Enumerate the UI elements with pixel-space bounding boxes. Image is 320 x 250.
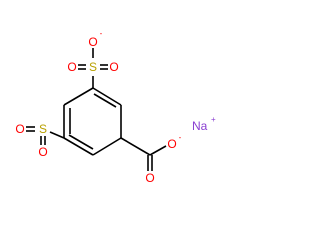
negative-charge-label: - — [100, 29, 103, 38]
ring-bond — [92, 87, 122, 106]
benzene-ring — [63, 87, 122, 156]
ring-bond — [63, 137, 94, 156]
sulfur-atom-label: S — [89, 60, 97, 74]
ring-double-bond — [93, 93, 117, 108]
ring-bond — [63, 87, 94, 106]
left-sulfonate-bonds — [26, 126, 65, 145]
oxygen-atom-label: O — [88, 35, 97, 49]
ring-double-bond — [68, 134, 94, 150]
positive-charge-label: + — [211, 115, 216, 124]
bond — [49, 131, 65, 139]
negative-charge-label: - — [179, 133, 182, 142]
molecule-structure-diagram: O - O S O O S O O - O Na + — [15, 29, 216, 185]
top-sulfonate-bonds — [78, 48, 108, 88]
bond — [149, 145, 167, 156]
oxygen-atom-label: O — [67, 60, 76, 74]
oxygen-atom-label: O — [167, 137, 176, 151]
sodium-ion-label: Na — [192, 119, 208, 133]
oxygen-atom-label: O — [38, 145, 47, 159]
carboxylate-bonds — [120, 137, 167, 171]
oxygen-atom-label: O — [145, 171, 154, 185]
sulfur-atom-label: S — [39, 122, 47, 136]
oxygen-atom-label: O — [109, 60, 118, 74]
oxygen-atom-label: O — [15, 122, 24, 136]
ring-bond — [92, 137, 122, 156]
bond — [120, 137, 151, 156]
